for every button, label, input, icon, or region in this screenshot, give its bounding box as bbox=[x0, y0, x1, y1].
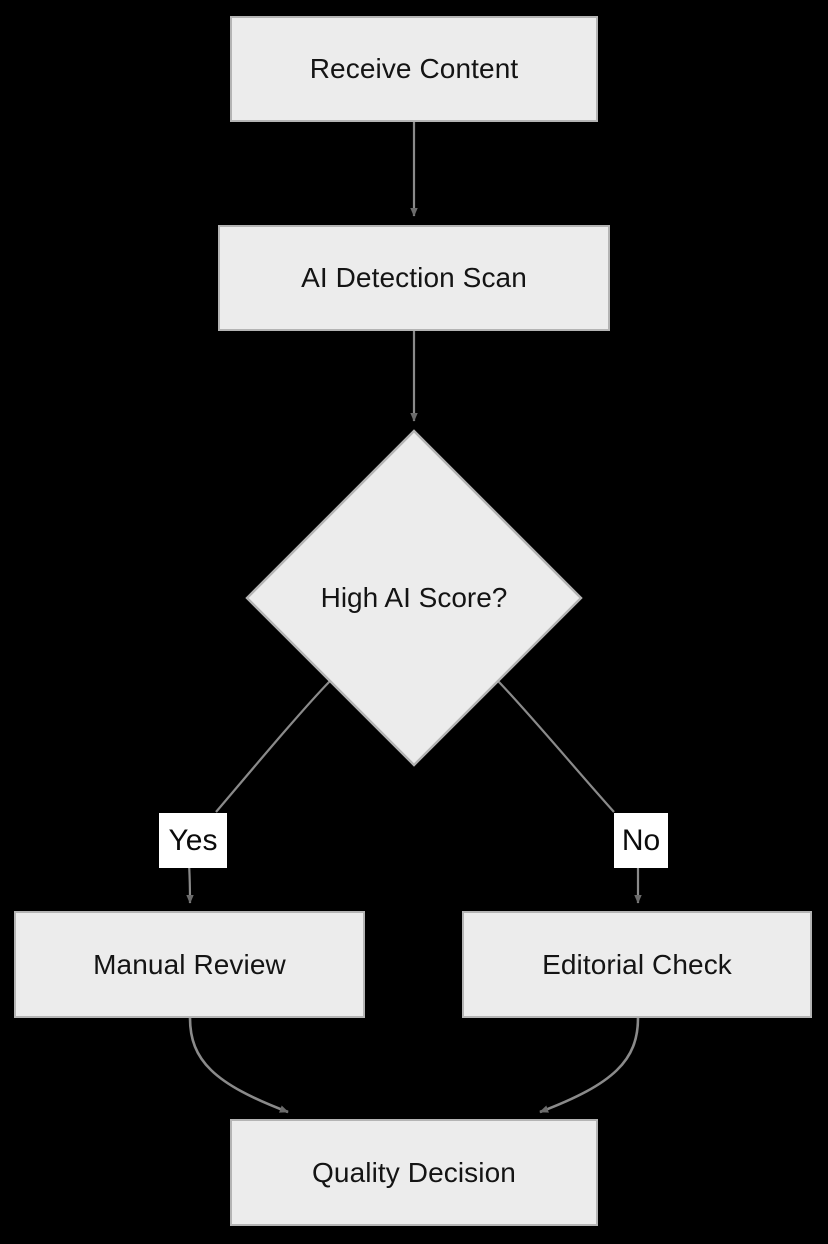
diamond-shape bbox=[245, 429, 583, 767]
edge-label-yes-text: Yes bbox=[168, 823, 218, 857]
edge-label-no-text: No bbox=[621, 823, 661, 857]
node-editorial-check-label: Editorial Check bbox=[542, 948, 732, 980]
edge-manual-to-quality bbox=[188, 1017, 289, 1114]
edge-decision-to-manual-tail bbox=[186, 863, 194, 904]
edge-editorial-to-quality bbox=[539, 1017, 640, 1114]
edge-decision-to-manual bbox=[215, 680, 331, 813]
node-manual-review[interactable]: Manual Review bbox=[14, 911, 365, 1018]
node-receive-content-label: Receive Content bbox=[309, 53, 519, 84]
node-quality-decision-label: Quality Decision bbox=[312, 1156, 516, 1188]
node-editorial-check[interactable]: Editorial Check bbox=[462, 911, 812, 1018]
node-receive-content[interactable]: Receive Content bbox=[230, 16, 598, 122]
edge-label-no: No bbox=[614, 813, 668, 868]
edge-decision-to-editorial bbox=[497, 680, 615, 813]
node-quality-decision[interactable]: Quality Decision bbox=[230, 1119, 598, 1226]
node-ai-detection-scan-label: AI Detection Scan bbox=[301, 262, 527, 293]
node-ai-detection-scan[interactable]: AI Detection Scan bbox=[218, 225, 610, 331]
edge-label-yes: Yes bbox=[159, 813, 227, 868]
node-high-ai-score-label: High AI Score? bbox=[320, 582, 508, 613]
node-manual-review-label: Manual Review bbox=[93, 948, 286, 980]
node-high-ai-score[interactable]: High AI Score? bbox=[245, 429, 583, 767]
